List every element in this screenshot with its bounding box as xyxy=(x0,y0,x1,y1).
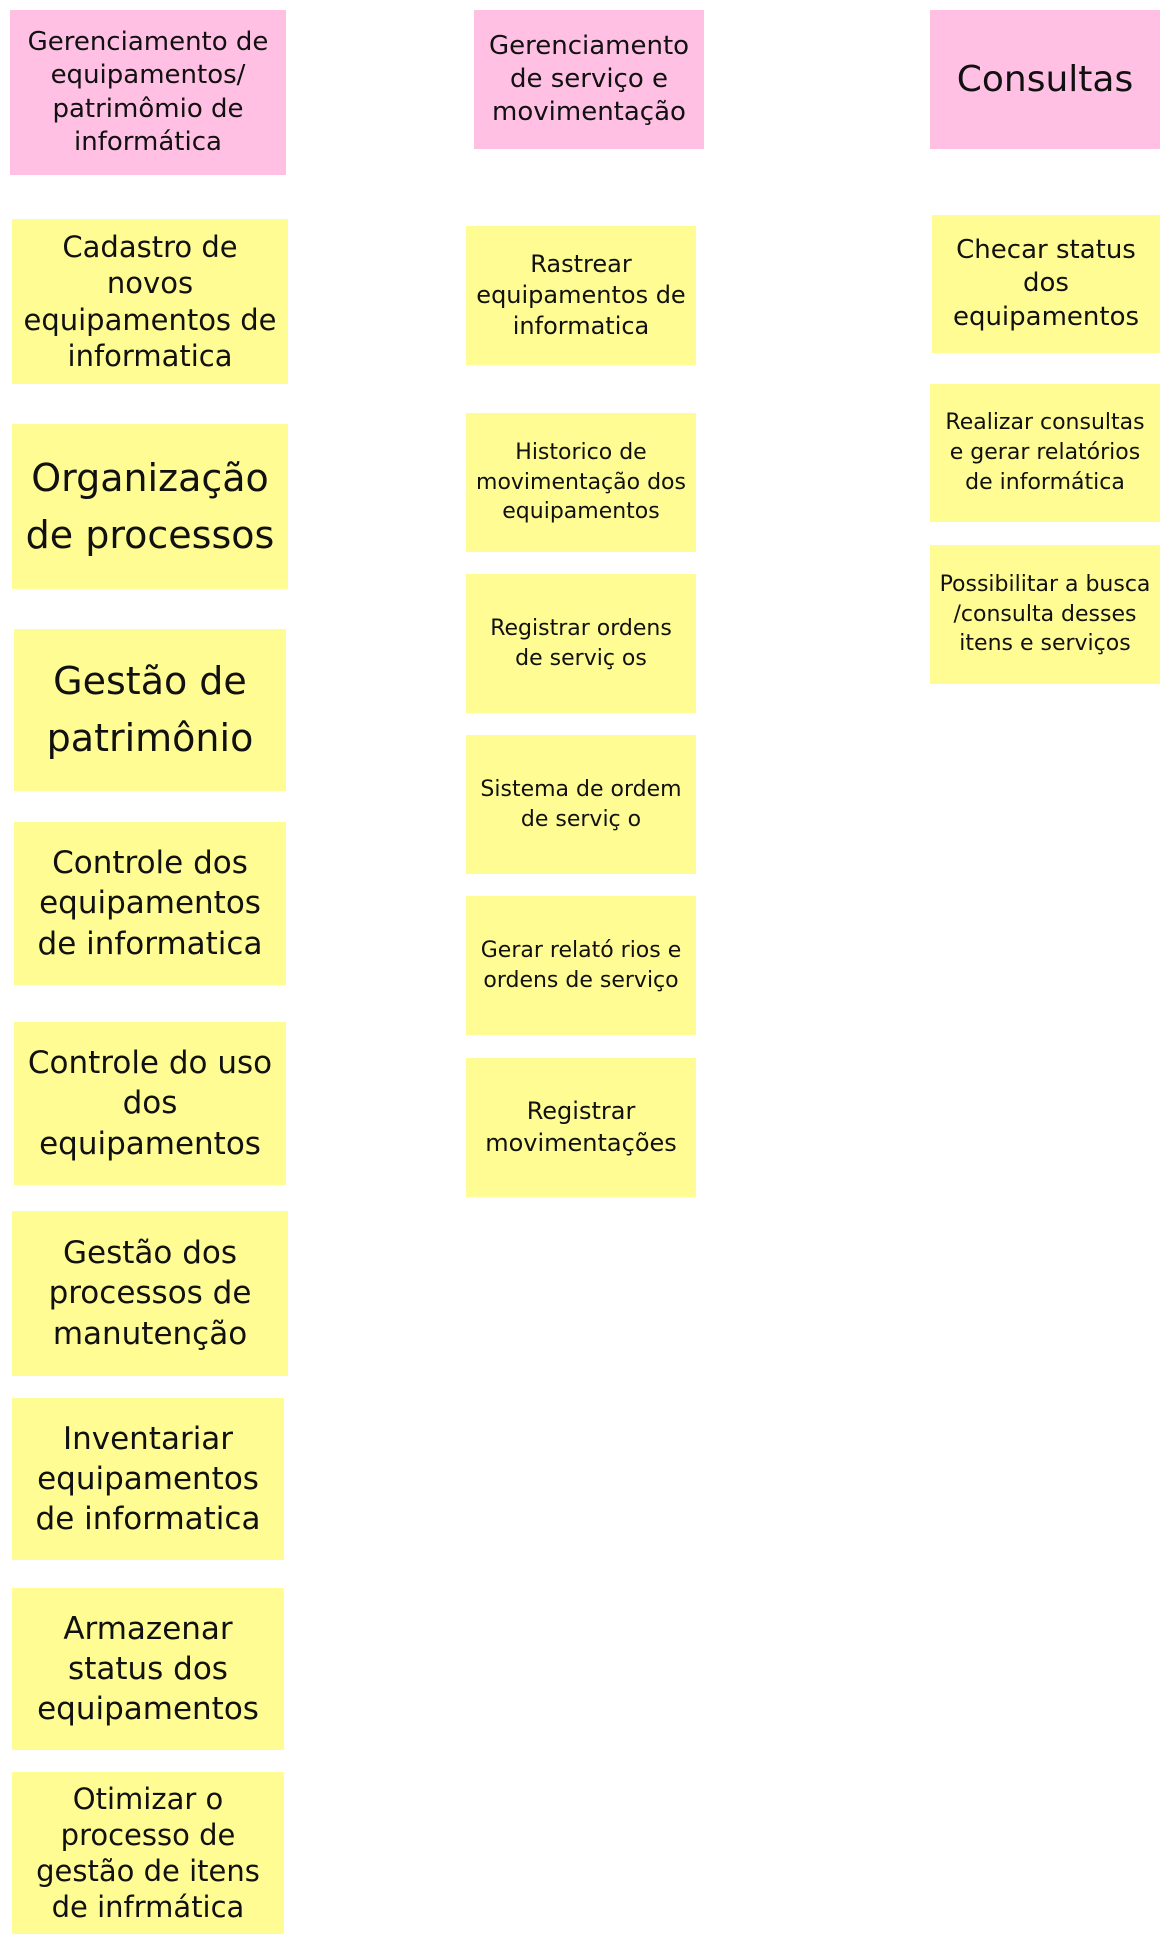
sticky-rastrear[interactable]: Rastrear equipamentos de informatica xyxy=(466,226,696,365)
sticky-sistema-ordem[interactable]: Sistema de ordem de serviç o xyxy=(466,735,696,874)
header-servico[interactable]: Gerenciamento de serviço e movimentação xyxy=(474,10,704,149)
sticky-text: Historico de movimentação dos equipament… xyxy=(476,439,686,525)
sticky-text: Checar status dos equipamentos xyxy=(952,235,1140,332)
sticky-gestao-manutencao[interactable]: Gestão dos processos de manutenção xyxy=(12,1211,288,1376)
sticky-armazenar-status[interactable]: Armazenar status dos equipamentos xyxy=(12,1588,284,1750)
sticky-text: Otimizar o processo de gestão de itens d… xyxy=(36,1781,260,1925)
sticky-text: Controle dos equipamentos de informatica xyxy=(37,845,263,962)
header-consultas[interactable]: Consultas xyxy=(930,10,1160,149)
header-label: Consultas xyxy=(956,58,1134,100)
sticky-checar-status[interactable]: Checar status dos equipamentos xyxy=(932,215,1160,353)
sticky-controle-uso[interactable]: Controle do uso dos equipamentos xyxy=(14,1022,286,1185)
sticky-organizacao[interactable]: Organização de processos xyxy=(12,424,288,589)
header-label: Gerenciamento de serviço e movimentação xyxy=(488,30,690,128)
sticky-text: Organização de processos xyxy=(25,455,275,557)
header-equipamentos[interactable]: Gerenciamento de equipamentos/ patrimômi… xyxy=(10,10,286,175)
sticky-inventariar[interactable]: Inventariar equipamentos de informatica xyxy=(12,1398,284,1560)
sticky-text: Registrar ordens de serviç os xyxy=(490,615,672,671)
sticky-text: Armazenar status dos equipamentos xyxy=(37,1610,259,1728)
sticky-registrar-movimentacoes[interactable]: Registrar movimentações xyxy=(466,1058,696,1197)
sticky-text: Inventariar equipamentos de informatica xyxy=(35,1420,261,1538)
sticky-gerar-relatorios[interactable]: Gerar relató rios e ordens de serviço xyxy=(466,896,696,1035)
sticky-text: Gestão de patrimônio xyxy=(46,659,254,760)
sticky-cadastro[interactable]: Cadastro de novos equipamentos de inform… xyxy=(12,219,288,384)
sticky-registrar-ordens[interactable]: Registrar ordens de serviç os xyxy=(466,574,696,713)
sticky-text: Controle do uso dos equipamentos xyxy=(27,1045,273,1162)
sticky-possibilitar-busca[interactable]: Possibilitar a busca /consulta desses it… xyxy=(930,545,1160,684)
sticky-text: Sistema de ordem de serviç o xyxy=(480,776,682,832)
sticky-historico[interactable]: Historico de movimentação dos equipament… xyxy=(466,413,696,552)
sticky-gestao-patrimonio[interactable]: Gestão de patrimônio xyxy=(14,629,286,791)
header-label: Gerenciamento de equipamentos/ patrimômi… xyxy=(27,26,269,157)
sticky-text: Realizar consultas e gerar relatórios de… xyxy=(945,410,1145,495)
sticky-text: Rastrear equipamentos de informatica xyxy=(476,249,686,341)
sticky-realizar-consultas[interactable]: Realizar consultas e gerar relatórios de… xyxy=(930,384,1160,522)
sticky-text: Gestão dos processos de manutenção xyxy=(48,1235,252,1352)
sticky-otimizar[interactable]: Otimizar o processo de gestão de itens d… xyxy=(12,1772,284,1934)
sticky-controle-equipamentos[interactable]: Controle dos equipamentos de informatica xyxy=(14,822,286,985)
sticky-text: Registrar movimentações xyxy=(485,1097,677,1157)
sticky-text: Cadastro de novos equipamentos de inform… xyxy=(23,230,277,373)
sticky-text: Possibilitar a busca /consulta desses it… xyxy=(939,571,1151,657)
sticky-text: Gerar relató rios e ordens de serviço xyxy=(480,937,682,993)
